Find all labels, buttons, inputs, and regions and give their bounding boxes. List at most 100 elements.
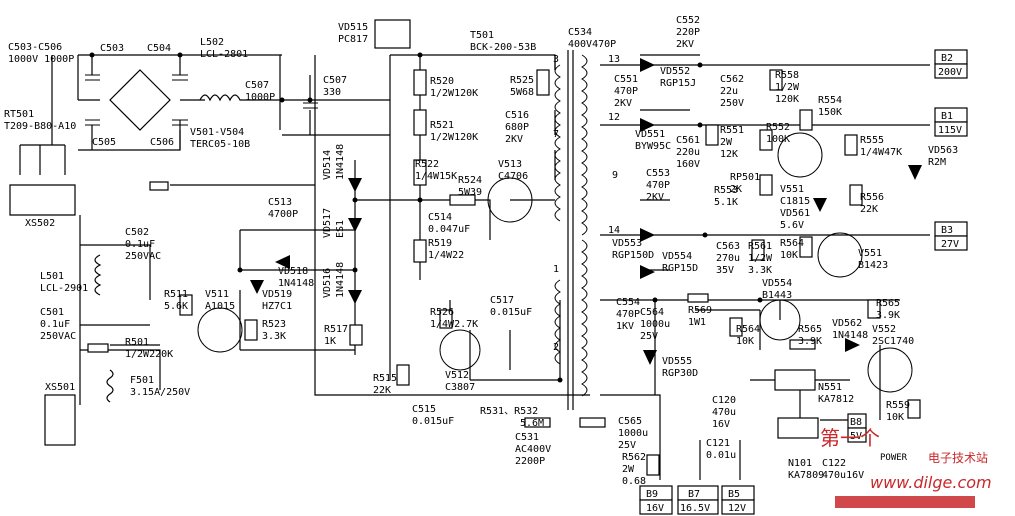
label-vd562-name: VD562 [832, 318, 862, 329]
label-c565-value2: 25V [618, 440, 636, 451]
label-r515-name: R515 [373, 373, 397, 384]
label-vd563-value: R2M [928, 157, 946, 168]
label-vd519-value: HZ7C1 [262, 301, 292, 312]
label-vd562-value: 1N4148 [832, 330, 868, 341]
label-r561-value2: 3.3K [748, 265, 772, 276]
label-c502-name: C502 [125, 227, 149, 238]
label-c507b-value: 330 [323, 87, 341, 98]
label-c564-value2: 25V [640, 331, 658, 342]
label-r521-name: R521 [430, 120, 454, 131]
label-v513-name: V513 [498, 159, 522, 170]
label-c563-value1: 270u [716, 253, 740, 264]
label-vd552-name: VD552 [660, 66, 690, 77]
label-c531-name: C531 [515, 432, 539, 443]
label-v501-value: TERC05-10B [190, 139, 250, 150]
label-r520-value: 1/2W120K [430, 88, 478, 99]
label-c507a-value: 1000P [245, 92, 275, 103]
label-vd553-value: RGP150D [612, 250, 654, 261]
label-c503: C503 [100, 43, 124, 54]
label-c565-name: C565 [618, 416, 642, 427]
watermark-title-left: 第一个 [820, 426, 880, 450]
label-c502-value1: 0.1uF [125, 239, 155, 250]
label-r553-value: 5.1K [714, 197, 738, 208]
label-v552-name: V552 [872, 324, 896, 335]
label-c507b-name: C507 [323, 75, 347, 86]
label-vd518-value: 1N4148 [278, 278, 314, 289]
label-v551-value: C1815 [780, 196, 810, 207]
label-v552-value: 2SC1740 [872, 336, 914, 347]
label-r551-value1: 2W [720, 137, 733, 148]
label-l502-value: LCL-2801 [200, 49, 248, 60]
label-c120-value1: 470u [712, 407, 736, 418]
label-r519-value: 1/4W22 [428, 250, 464, 261]
label-vd553-name: VD553 [612, 238, 642, 249]
label-c565-value1: 1000u [618, 428, 648, 439]
label-c561-value1: 220u [676, 147, 700, 158]
label-c516-name: C516 [505, 110, 529, 121]
label-vd563-name: VD563 [928, 145, 958, 156]
label-c552-name: C552 [676, 15, 700, 26]
label-c562-value1: 22u [720, 86, 738, 97]
label-r524-value: 5W39 [458, 187, 482, 198]
label-r522-value: 1/4W15K [415, 171, 457, 182]
watermark-url: www.dilge.com [870, 473, 992, 492]
label-vd561-name: VD561 [780, 208, 810, 219]
label-r552-value: 100K [766, 134, 790, 145]
label-c514-value: 0.047uF [428, 224, 470, 235]
label-vd518-name: VD518 [278, 266, 308, 277]
label-v551b-name: V551 [858, 248, 882, 259]
label-r522-name: R522 [415, 159, 439, 170]
label-l502-name: L502 [200, 37, 224, 48]
label-c120-value2: 16V [712, 419, 730, 430]
label-c531-value2: 2200P [515, 456, 545, 467]
label-r525-name: R525 [510, 75, 534, 86]
label-vd551-name: VD551 [635, 129, 665, 140]
label-c504: C504 [147, 43, 171, 54]
label-r561-name: R561 [748, 241, 772, 252]
label-c501-name: C501 [40, 307, 64, 318]
label-pin1: 1 [553, 264, 559, 275]
label-r526-name: R526 [430, 307, 454, 318]
power-label: POWER [880, 453, 908, 463]
label-rp501-value: 2K [730, 184, 742, 195]
label-n551-value: KA7812 [818, 394, 854, 405]
label-c553-value1: 470P [646, 180, 670, 191]
label-vd551-value: BYW95C [635, 141, 671, 152]
wires [9, 50, 930, 480]
label-r556-name: R556 [860, 192, 884, 203]
label-r562-value2: 0.68 [622, 476, 646, 487]
label-c507a-name: C507 [245, 80, 269, 91]
label-rt501-value: T209-B80-A10 [4, 121, 76, 132]
label-c551-value2: 2KV [614, 98, 632, 109]
label-r531-value: 5.6M [520, 418, 544, 429]
label-r501-name: R501 [125, 337, 149, 348]
label-r501-value: 1/2W220K [125, 349, 173, 360]
label-t501-name: T501 [470, 30, 494, 41]
watermark-logo-band [835, 496, 975, 508]
label-r565a-value: 3.9K [798, 336, 822, 347]
label-c503-506-value: 1000V 1000P [8, 54, 74, 65]
label-r558-name: R558 [775, 70, 799, 81]
label-c513-value: 4700P [268, 209, 298, 220]
label-r552-name: R552 [766, 122, 790, 133]
label-vd555-name: VD555 [662, 356, 692, 367]
label-v511-value: A1015 [205, 301, 235, 312]
label-pin14: 14 [608, 225, 620, 236]
label-v512-name: V512 [445, 370, 469, 381]
label-r526-value: 1/4W2.7K [430, 319, 478, 330]
terminal-b1-voltage: 115V [938, 125, 962, 136]
terminal-b3-voltage: 27V [941, 239, 959, 250]
label-c534-value: 400V470P [568, 39, 616, 50]
terminal-b8-name: B8 [850, 417, 862, 428]
component-labels: C503-C506 1000V 1000P C503 C504 C505 C50… [4, 15, 958, 487]
label-c554-value2: 1KV [616, 321, 634, 332]
label-c563-name: C563 [716, 241, 740, 252]
label-c561-name: C561 [676, 135, 700, 146]
label-vd554b-value: B1443 [762, 290, 792, 301]
label-v511-name: V511 [205, 289, 229, 300]
label-pin2: 2 [553, 342, 559, 353]
label-vd514-value: 1N4148 [335, 144, 346, 180]
label-c553-name: C553 [646, 168, 670, 179]
label-r551-name: R551 [720, 125, 744, 136]
label-vd516-value: 1N4148 [335, 262, 346, 298]
